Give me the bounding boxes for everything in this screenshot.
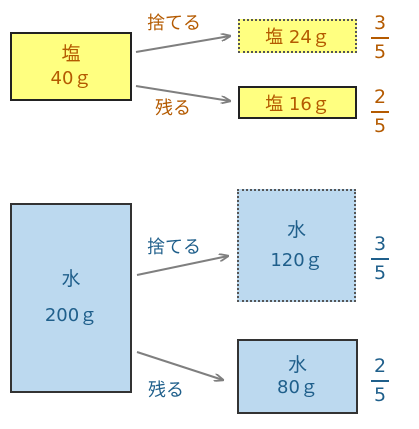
water-discard-fraction: 3 5 xyxy=(370,233,390,284)
water-discarded-amount: 120ｇ xyxy=(270,249,323,271)
salt-discard-fraction: 3 5 xyxy=(370,12,390,63)
water-remain-arrow xyxy=(136,351,223,380)
fraction-bar xyxy=(371,380,389,382)
water-remain-fraction: 2 5 xyxy=(370,355,390,406)
fraction-bar xyxy=(371,258,389,260)
fraction-bar xyxy=(371,37,389,39)
water-remain-label: 残る xyxy=(148,380,184,401)
salt-discard-label: 捨てる xyxy=(147,13,201,34)
salt-remaining-text: 塩 16ｇ xyxy=(265,93,330,115)
fraction-bar xyxy=(371,111,389,113)
salt-remain-label: 残る xyxy=(155,98,191,119)
water-remaining-amount: 80ｇ xyxy=(277,376,318,398)
water-original-name: 水 xyxy=(61,268,81,290)
salt-remaining-box: 塩 16ｇ xyxy=(238,86,357,119)
water-discarded-box: 水 120ｇ xyxy=(237,189,356,302)
water-remain-numerator: 2 xyxy=(373,355,387,377)
water-discard-numerator: 3 xyxy=(373,233,387,255)
salt-original-name: 塩 xyxy=(61,42,81,65)
water-remaining-name: 水 xyxy=(287,353,307,376)
salt-remain-fraction: 2 5 xyxy=(370,86,390,137)
salt-discarded-box: 塩 24ｇ xyxy=(238,19,357,53)
salt-discard-denominator: 5 xyxy=(373,41,387,63)
water-original-box: 水 200ｇ xyxy=(10,203,132,393)
water-remaining-box: 水 80ｇ xyxy=(237,339,358,414)
water-original-amount: 200ｇ xyxy=(44,305,98,326)
salt-remain-numerator: 2 xyxy=(373,86,387,108)
salt-original-amount: 40ｇ xyxy=(50,67,92,89)
water-discard-denominator: 5 xyxy=(373,262,387,284)
water-discarded-name: 水 xyxy=(286,218,306,241)
salt-discard-arrow xyxy=(135,36,230,53)
salt-discarded-text: 塩 24ｇ xyxy=(265,27,330,48)
water-discard-label: 捨てる xyxy=(147,237,201,258)
water-discard-arrow xyxy=(136,256,228,276)
salt-original-box: 塩 40ｇ xyxy=(10,32,132,101)
salt-remain-denominator: 5 xyxy=(373,115,387,137)
water-remain-denominator: 5 xyxy=(373,384,387,406)
salt-discard-numerator: 3 xyxy=(373,12,387,34)
salt-remain-arrow xyxy=(135,85,230,101)
